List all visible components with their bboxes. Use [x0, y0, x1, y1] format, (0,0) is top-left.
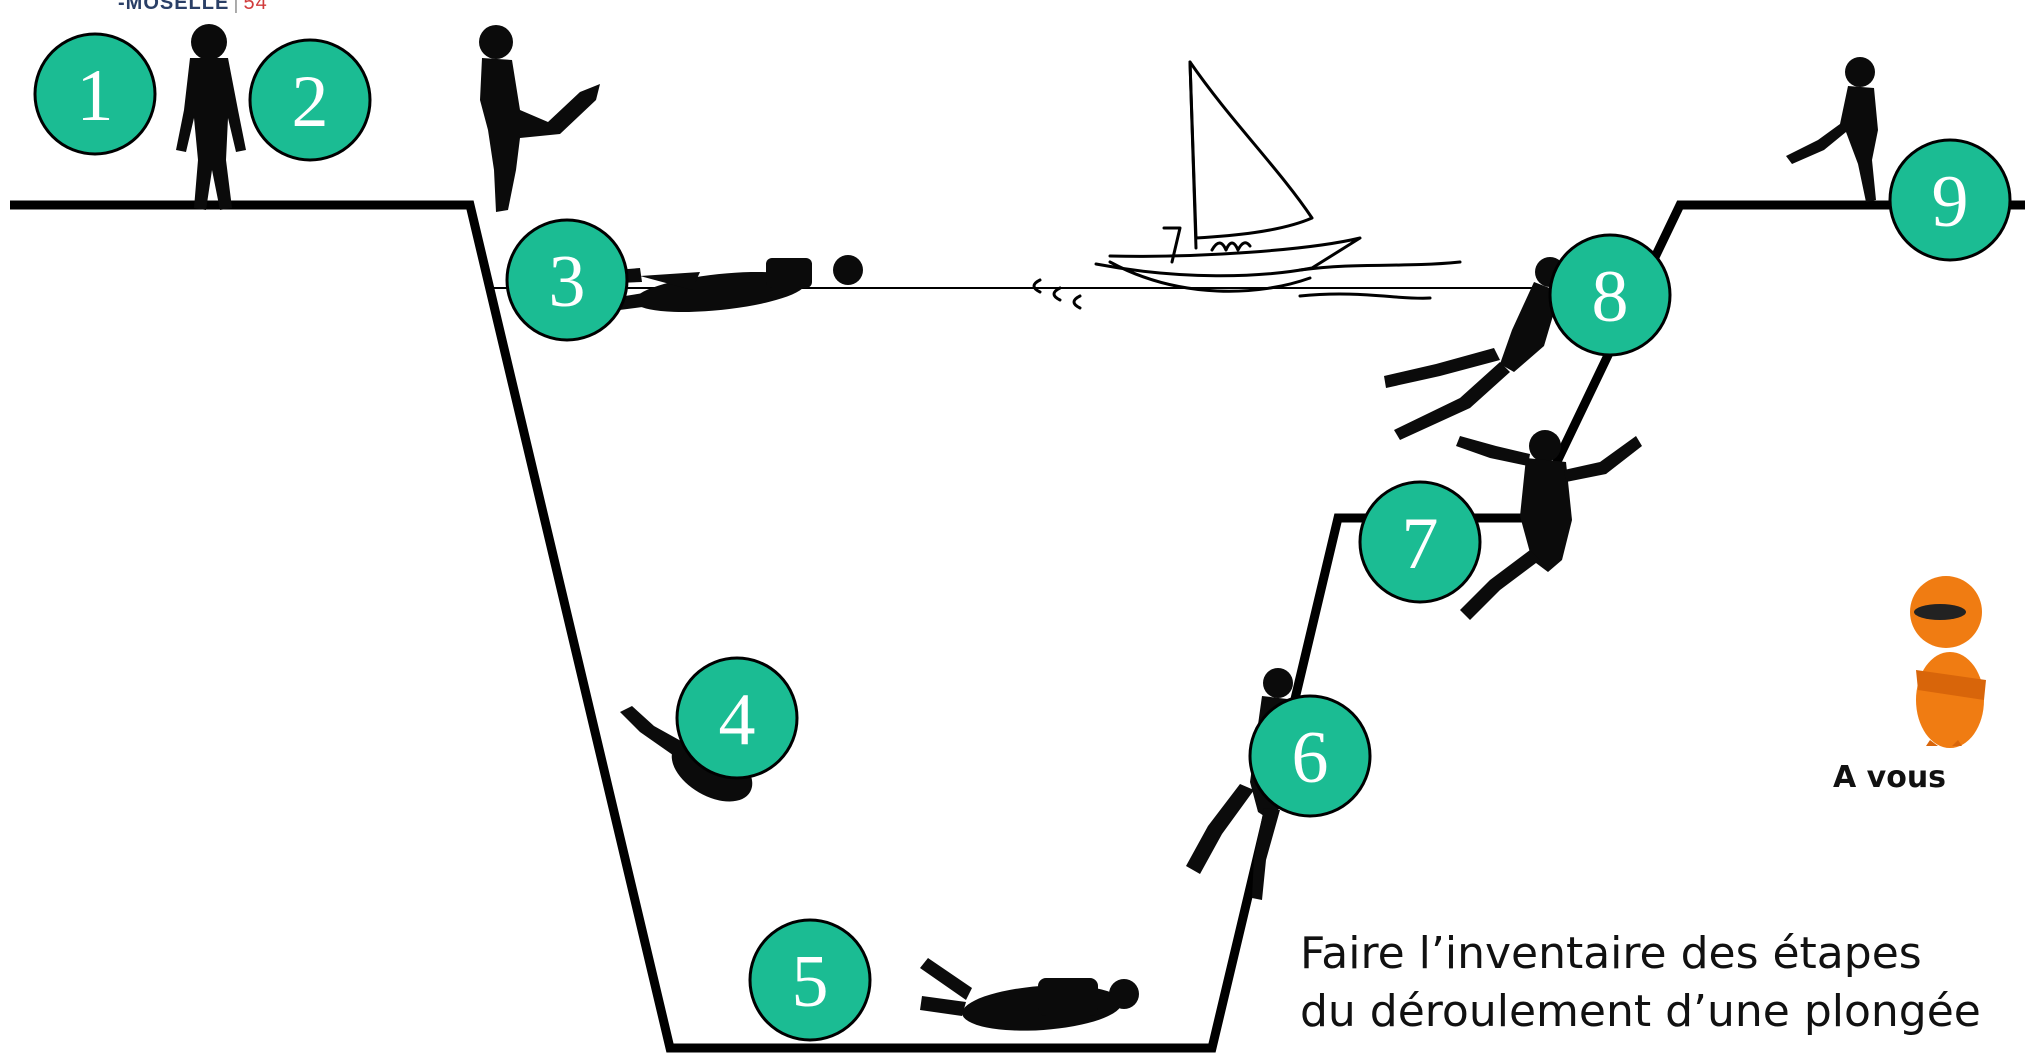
diver-at-bottom-figure	[920, 958, 1139, 1031]
sailboat-icon	[1032, 60, 1462, 310]
step-badge-circle	[675, 656, 799, 780]
step-badge-2: 2	[248, 38, 372, 162]
dive-profile-line	[10, 200, 2025, 1053]
step-badge-circle	[33, 32, 157, 156]
step-badge-circle	[748, 918, 872, 1042]
step-badge-3: 3	[505, 218, 629, 342]
step-badge-5: 5	[748, 918, 872, 1042]
character-label: A vous	[1833, 760, 1947, 795]
step-badge-8: 8	[1548, 233, 1672, 357]
step-badge-circle	[248, 38, 372, 162]
person-putting-on-fins-figure	[479, 25, 600, 212]
instruction-text: Faire l’inventaire des étapes du déroule…	[1300, 925, 2025, 1041]
instruction-line-1: Faire l’inventaire des étapes	[1300, 928, 1922, 979]
step-badge-7: 7	[1358, 480, 1482, 604]
diver-at-surface-figure	[590, 255, 863, 313]
step-number: 9	[1932, 161, 1969, 243]
step-badge-circle	[1358, 480, 1482, 604]
step-badge-9: 9	[1888, 138, 2012, 262]
step-badge-circle	[1248, 694, 1372, 818]
instruction-line-2: du déroulement d’une plongée	[1300, 986, 1981, 1037]
logo-separator: |	[233, 0, 240, 14]
logo-word: -MOSELLE	[118, 0, 230, 14]
step-number: 8	[1592, 256, 1629, 338]
step-number: 3	[549, 241, 586, 323]
step-badge-circle	[505, 218, 629, 342]
step-number: 6	[1292, 717, 1329, 799]
step-badge-6: 6	[1248, 694, 1372, 818]
standing-person-figure	[176, 24, 246, 210]
diver-at-stop-figure	[1456, 430, 1642, 620]
walking-person-figure	[1786, 57, 1878, 202]
step-number: 7	[1402, 503, 1439, 585]
logo: -MOSELLE|54	[118, 0, 268, 15]
step-badge-4: 4	[675, 656, 799, 780]
step-badge-circle	[1548, 233, 1672, 357]
step-number: 5	[792, 941, 829, 1023]
step-number: 2	[292, 61, 329, 143]
step-number: 1	[77, 55, 114, 137]
logo-number: 54	[243, 0, 268, 14]
orange-character-icon	[1910, 576, 1986, 748]
step-number: 4	[719, 679, 756, 761]
step-badge-1: 1	[33, 32, 157, 156]
step-badge-circle	[1888, 138, 2012, 262]
